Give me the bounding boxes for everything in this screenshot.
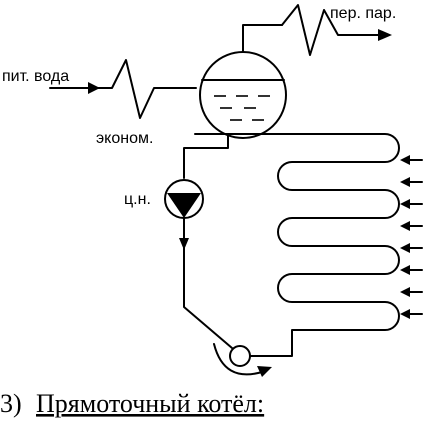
superheater-coil [281,4,379,56]
circulation-pump [164,179,204,219]
steam-drum [199,51,287,139]
heat-arrow [400,155,423,165]
downcomer-line [183,133,229,179]
superheated-steam-arrow [378,29,392,41]
caption-title: Прямоточный котёл: [36,389,264,418]
heat-arrow [400,177,423,187]
heat-arrow [400,309,423,319]
heat-input-arrows [400,155,423,319]
feed-water-label: пит. вода [2,68,69,85]
heat-arrow [400,199,423,209]
circulation-pump-label: ц.н. [124,191,151,208]
lower-collector [213,343,272,377]
heat-arrow [400,243,423,253]
superheated-steam-label: пер. пар. [330,5,396,22]
heat-arrow [400,287,423,297]
pump-outlet-line [179,217,233,349]
superheater-line [242,4,392,56]
heat-arrow [400,265,423,275]
evaporator-serpentine [194,133,400,357]
economizer-coil [94,59,197,119]
feed-water-line [49,59,197,119]
caption-number: 3) [0,389,22,418]
heat-arrow [400,221,423,231]
economizer-label: эконом. [96,130,153,147]
